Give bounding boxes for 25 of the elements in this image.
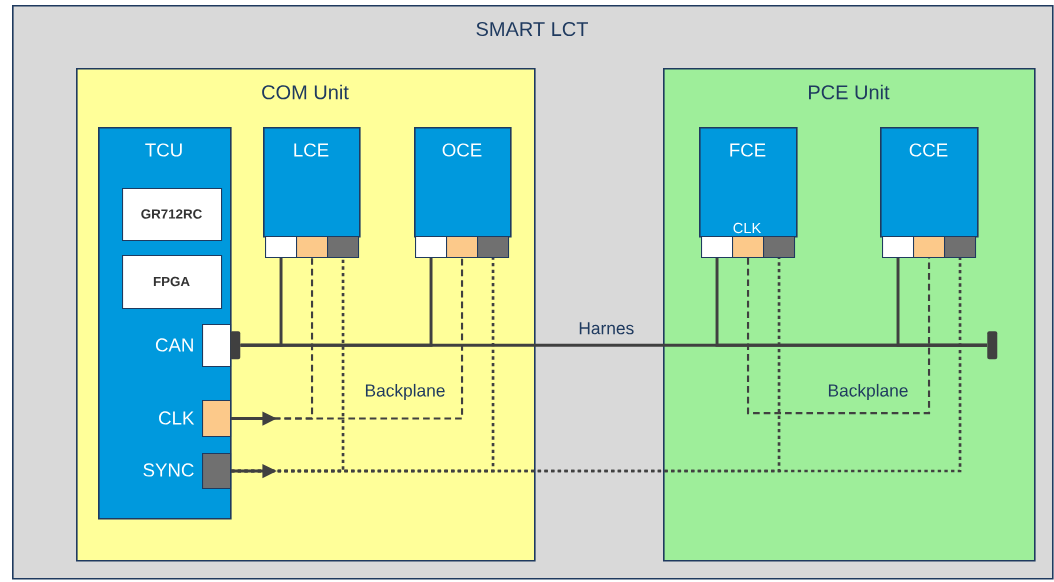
port-box [882,236,915,259]
port-box [296,236,329,259]
port-box [477,236,510,259]
port-box [913,236,946,259]
module-box: LCE [263,127,361,238]
port-box [415,236,448,259]
chip-box: FPGA [122,255,223,310]
connector [746,258,931,415]
port-box [446,236,479,259]
module-box: OCE [414,127,512,238]
port-label: CAN [155,338,193,352]
chip-box: GR712RC [122,188,223,242]
bus-terminator [987,331,998,360]
port-label: CLK [159,411,195,425]
port-box [763,236,796,259]
module-box: CCE [880,127,979,238]
port-label: CLK [733,222,762,234]
port-box [265,236,298,259]
port-box [944,236,977,259]
bus-terminator [230,331,241,360]
port-box [327,236,360,259]
connector [240,258,433,347]
connector [896,258,987,347]
port-label: SYNC [143,463,194,477]
port-box [701,236,734,259]
